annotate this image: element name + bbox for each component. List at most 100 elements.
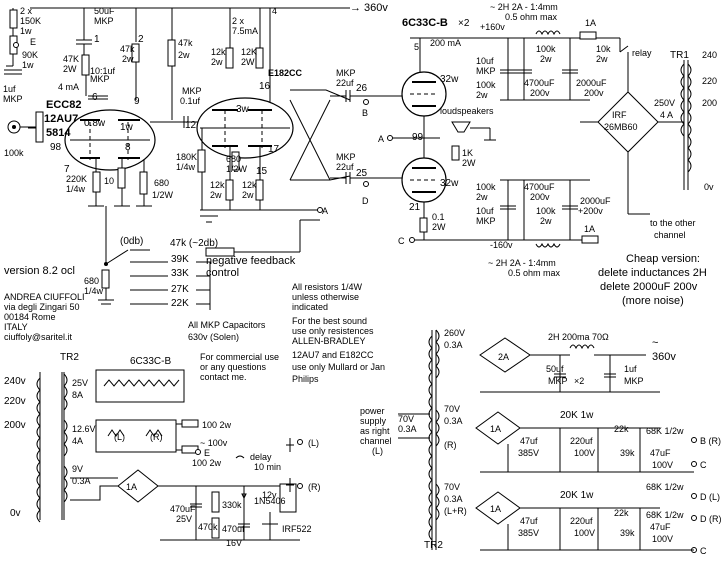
nfb-control-label: control [206, 267, 239, 279]
svg-text:12k: 12k [242, 180, 257, 190]
svg-text:12.6V: 12.6V [72, 424, 96, 434]
svg-text:0v: 0v [10, 508, 21, 519]
svg-text:(L): (L) [372, 446, 383, 456]
svg-text:1/4w: 1/4w [176, 162, 196, 172]
svg-text:200v: 200v [4, 420, 26, 431]
svg-text:1/2W: 1/2W [226, 164, 248, 174]
nfb-label: negative feedback [206, 255, 296, 267]
version-block: version 8.2 ocl ANDREA CIUFFOLI via degl… [4, 265, 85, 342]
svg-text:200v: 200v [530, 88, 550, 98]
ecc82-label: ECC82 [46, 99, 81, 111]
svg-text:indicated: indicated [292, 302, 328, 312]
svg-text:16V: 16V [226, 538, 242, 548]
svg-text:220uf: 220uf [570, 436, 593, 446]
svg-text:2w: 2w [210, 190, 222, 200]
hv-power-supply: ~ 2H 2A - 1:4mm 0.5 ohm max +160v 1A 10u… [476, 2, 717, 278]
svg-text:unless otherwise: unless otherwise [292, 292, 359, 302]
svg-text:630v (Solen): 630v (Solen) [188, 332, 239, 342]
svg-text:2: 2 [138, 34, 144, 45]
svg-text:12k: 12k [211, 47, 226, 57]
svg-text:200 mA: 200 mA [430, 38, 461, 48]
svg-text:channel: channel [654, 230, 686, 240]
svg-text:470uf: 470uf [222, 524, 245, 534]
svg-text:32w: 32w [440, 74, 459, 85]
b-node-label: B [362, 108, 368, 118]
svg-text:C: C [700, 460, 707, 470]
svg-text:-160v: -160v [490, 240, 513, 250]
cap-1uf-label: 1uf [3, 84, 16, 94]
r47k-label: 47K [63, 54, 79, 64]
svg-text:10k: 10k [596, 44, 611, 54]
svg-text:68K 1/2w: 68K 1/2w [646, 510, 684, 520]
svg-text:C: C [398, 236, 405, 246]
svg-text:16: 16 [259, 81, 271, 92]
svg-text:C: C [700, 546, 707, 556]
svg-text:0.3A: 0.3A [444, 494, 463, 504]
svg-text:1w: 1w [20, 26, 32, 36]
svg-text:1/4w: 1/4w [84, 286, 104, 296]
svg-text:power: power [360, 406, 385, 416]
cap-10-label: 10:1uf [90, 66, 116, 76]
svg-text:150K: 150K [20, 16, 41, 26]
driver-stage: 2 x 7.5mA 12k 2w 12K 2W 4 E182CC 16 3w 1… [176, 6, 351, 223]
output-stage: 6C33C-B ×2 5 200 mA 32w 32w 99 21 A loud… [378, 17, 590, 246]
6c33c-label: 6C33C-B [402, 17, 448, 29]
loudspeakers-label: loudspeakers [440, 106, 494, 116]
svg-text:1w: 1w [22, 60, 34, 70]
svg-text:25V: 25V [176, 514, 192, 524]
svg-text:4700uF: 4700uF [524, 78, 555, 88]
svg-text:70V: 70V [444, 482, 460, 492]
svg-text:1A: 1A [584, 224, 595, 234]
svg-text:0.3A: 0.3A [72, 476, 91, 486]
svg-text:use only resistences: use only resistences [292, 326, 374, 336]
d-node-label: D [362, 196, 369, 206]
svg-text:39k: 39k [620, 448, 635, 458]
svg-text:50uf: 50uf [546, 364, 564, 374]
svg-text:470uF: 470uF [170, 504, 196, 514]
svg-text:1N5406: 1N5406 [254, 496, 286, 506]
svg-text:(more noise): (more noise) [622, 295, 684, 307]
svg-text:1A: 1A [126, 482, 137, 492]
r47k2-label: 47k [120, 44, 135, 54]
svg-text:2000uF: 2000uF [576, 78, 607, 88]
svg-text:1/4w: 1/4w [66, 184, 86, 194]
svg-text:100k: 100k [476, 80, 496, 90]
svg-text:25V: 25V [72, 378, 88, 388]
svg-text:6C33C-B: 6C33C-B [130, 356, 171, 367]
svg-text:26MB60: 26MB60 [604, 122, 638, 132]
12au7-label: 12AU7 [44, 113, 78, 125]
svg-text:2w: 2w [476, 90, 488, 100]
svg-text:1w: 1w [120, 122, 134, 133]
svg-text:3w: 3w [236, 104, 250, 115]
5814-label: 5814 [46, 127, 71, 139]
r150k-label: 2 x [20, 6, 33, 16]
svg-text:200v: 200v [530, 192, 550, 202]
svg-text:ALLEN-BRADLEY: ALLEN-BRADLEY [292, 336, 366, 346]
svg-text:360v: 360v [652, 351, 676, 363]
svg-text:7.5mA: 7.5mA [232, 26, 258, 36]
svg-text:70V: 70V [444, 404, 460, 414]
svg-text:9: 9 [134, 96, 140, 107]
svg-text:260V: 260V [444, 328, 465, 338]
svg-text:0v: 0v [704, 182, 714, 192]
svg-text:2W: 2W [63, 64, 77, 74]
nfb-47k-label: 47k (~2db) [170, 238, 218, 249]
svg-text:use only Mullard or Jan: use only Mullard or Jan [292, 362, 385, 372]
svg-text:22uf: 22uf [336, 78, 354, 88]
ma4-label: 4 mA [58, 82, 79, 92]
svg-text:1uf: 1uf [624, 364, 637, 374]
svg-text:2000uF: 2000uF [580, 196, 611, 206]
svg-text:98: 98 [50, 142, 62, 153]
svg-text:TR2: TR2 [60, 352, 79, 363]
svg-text:0.5 ohm max: 0.5 ohm max [505, 12, 558, 22]
svg-text:channel: channel [360, 436, 392, 446]
svg-text:100 2w: 100 2w [202, 420, 232, 430]
svg-text:26: 26 [356, 83, 368, 94]
svg-text:6: 6 [92, 92, 98, 103]
svg-text:22k: 22k [614, 508, 629, 518]
svg-text:~ 100v: ~ 100v [200, 438, 228, 448]
svg-text:2w: 2w [242, 190, 254, 200]
svg-text:22uf: 22uf [336, 162, 354, 172]
svg-text:2w: 2w [596, 54, 608, 64]
